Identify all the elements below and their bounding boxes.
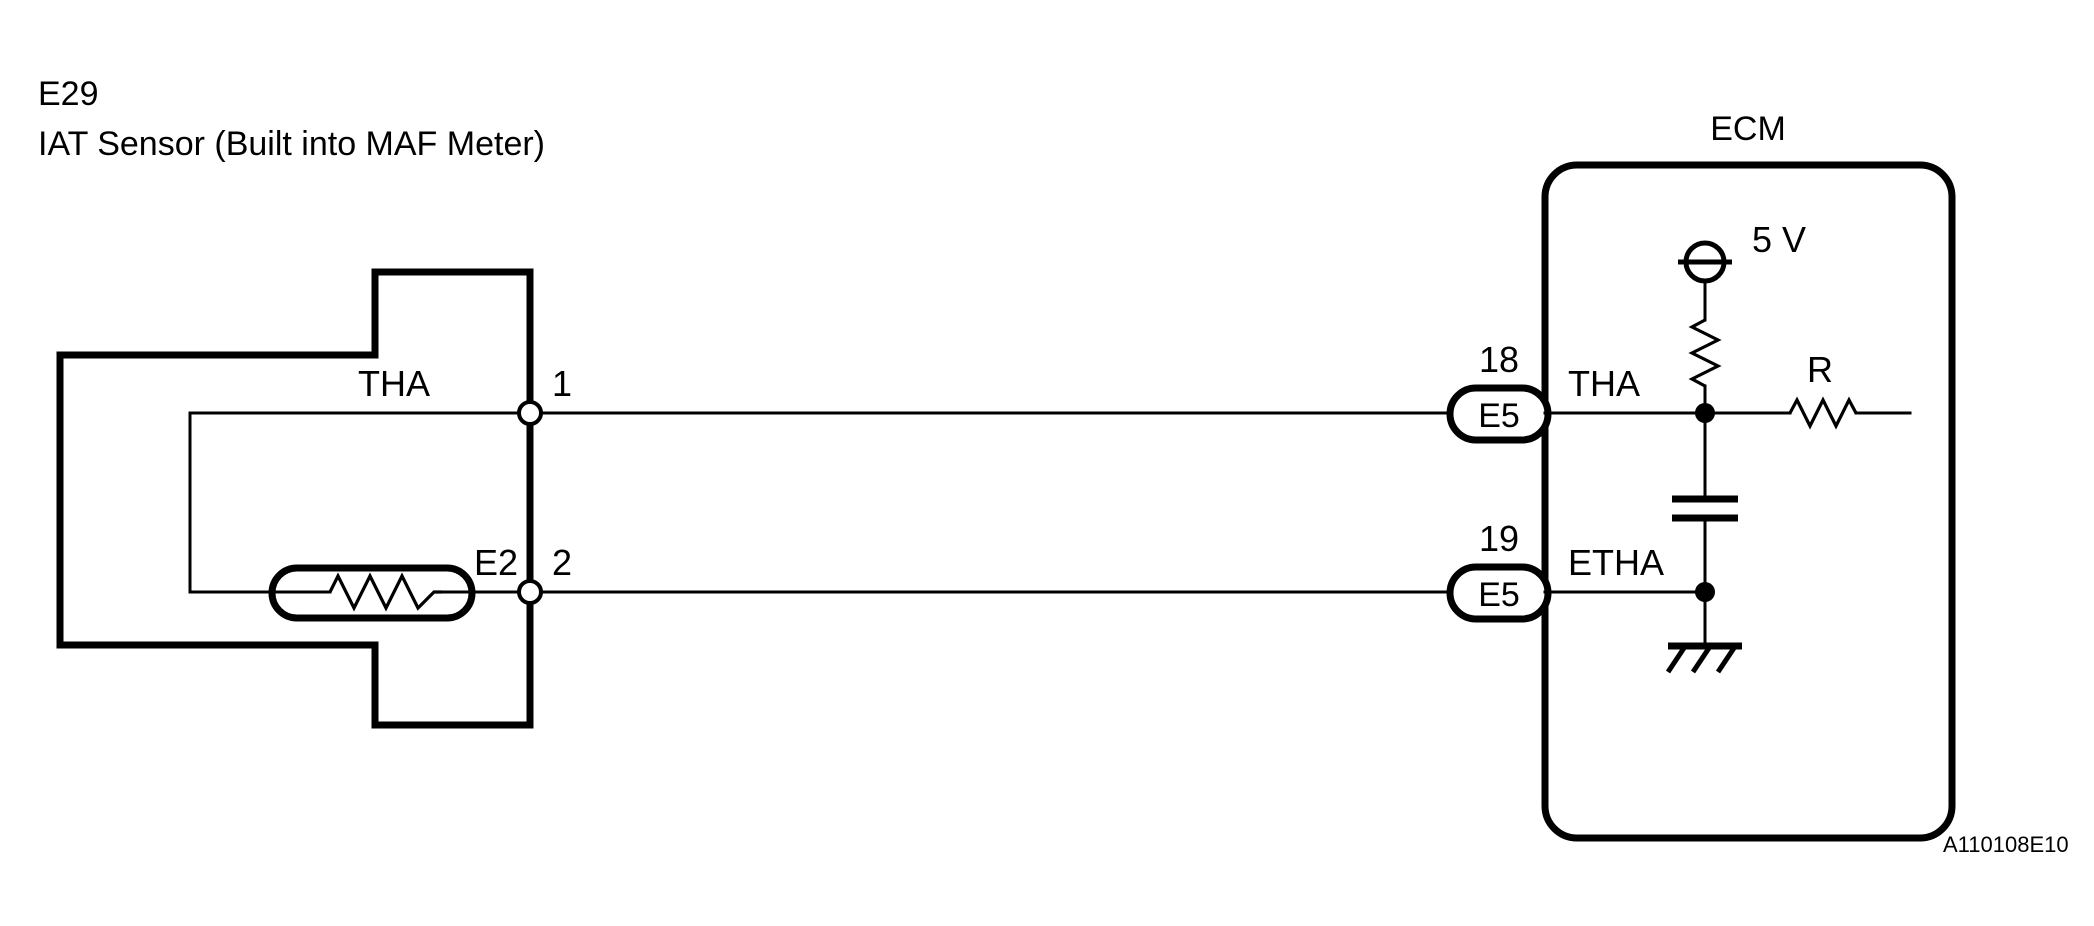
- terminal-1-signal-label: THA: [358, 363, 430, 404]
- internal-wire-tha: [188, 411, 532, 594]
- ecm-pin-19-connector-label: E5: [1478, 576, 1520, 614]
- terminal-2-circle: [517, 579, 543, 605]
- ground-hatch-2: [1690, 646, 1712, 674]
- ecm-pin-18-signal-label: THA: [1568, 363, 1640, 404]
- sensor-body-outline: [56, 268, 534, 729]
- ecm-pin-18-number: 18: [1479, 339, 1519, 380]
- terminal-2-signal-label: E2: [474, 542, 518, 583]
- component-name: IAT Sensor (Built into MAF Meter): [38, 125, 545, 163]
- ecm-title: ECM: [1710, 110, 1786, 148]
- thermistor-zigzag: [328, 572, 442, 612]
- terminal-1-circle: [517, 400, 543, 426]
- figure-reference-code: A110108E10: [1943, 832, 2069, 857]
- ground-hatch-3: [1715, 646, 1737, 674]
- component-connector-id: E29: [38, 75, 99, 113]
- terminal-2-pin-label: 2: [552, 542, 572, 583]
- ecm-box: [1541, 161, 1956, 842]
- ecm-pin-19-signal-label: ETHA: [1568, 542, 1664, 583]
- terminal-1-pin-label: 1: [552, 363, 572, 404]
- ground-hatch-1: [1665, 646, 1687, 674]
- series-resistor-r-label: R: [1807, 349, 1833, 390]
- ecm-pin-18-connector-label: E5: [1478, 397, 1520, 435]
- supply-5v-label: 5 V: [1752, 219, 1806, 260]
- pull-up-resistor-zigzag: [1688, 318, 1722, 388]
- series-resistor-r-zigzag: [1788, 396, 1858, 430]
- ecm-pin-19-number: 19: [1479, 518, 1519, 559]
